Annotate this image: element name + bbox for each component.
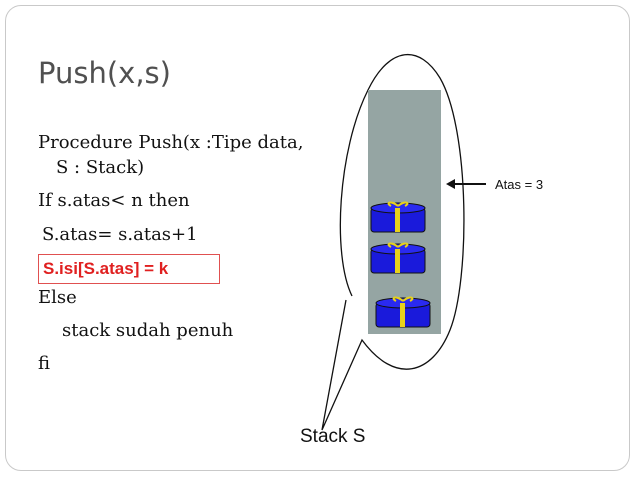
code-line-else: Else: [38, 287, 77, 308]
code-line-if: If s.atas< n then: [38, 190, 190, 211]
arrow-head-icon: [446, 179, 455, 189]
stack-item: [370, 242, 426, 274]
code-line-procedure: Procedure Push(x :Tipe data,: [38, 132, 304, 153]
code-line-full: stack sudah penuh: [62, 320, 234, 341]
top-pointer-label: Atas = 3: [495, 177, 544, 192]
highlighted-code-line: S.isi[S.atas] = k: [38, 254, 220, 284]
stack-item: [370, 201, 426, 233]
slide-frame: [5, 5, 630, 471]
stack-label: Stack S: [300, 426, 366, 447]
code-line-param: S : Stack): [56, 157, 145, 178]
code-line-increment: S.atas= s.atas+1: [42, 224, 198, 245]
stack-item: [375, 296, 431, 328]
slide-title: Push(x,s): [38, 56, 171, 90]
code-line-fi: fi: [38, 353, 51, 374]
